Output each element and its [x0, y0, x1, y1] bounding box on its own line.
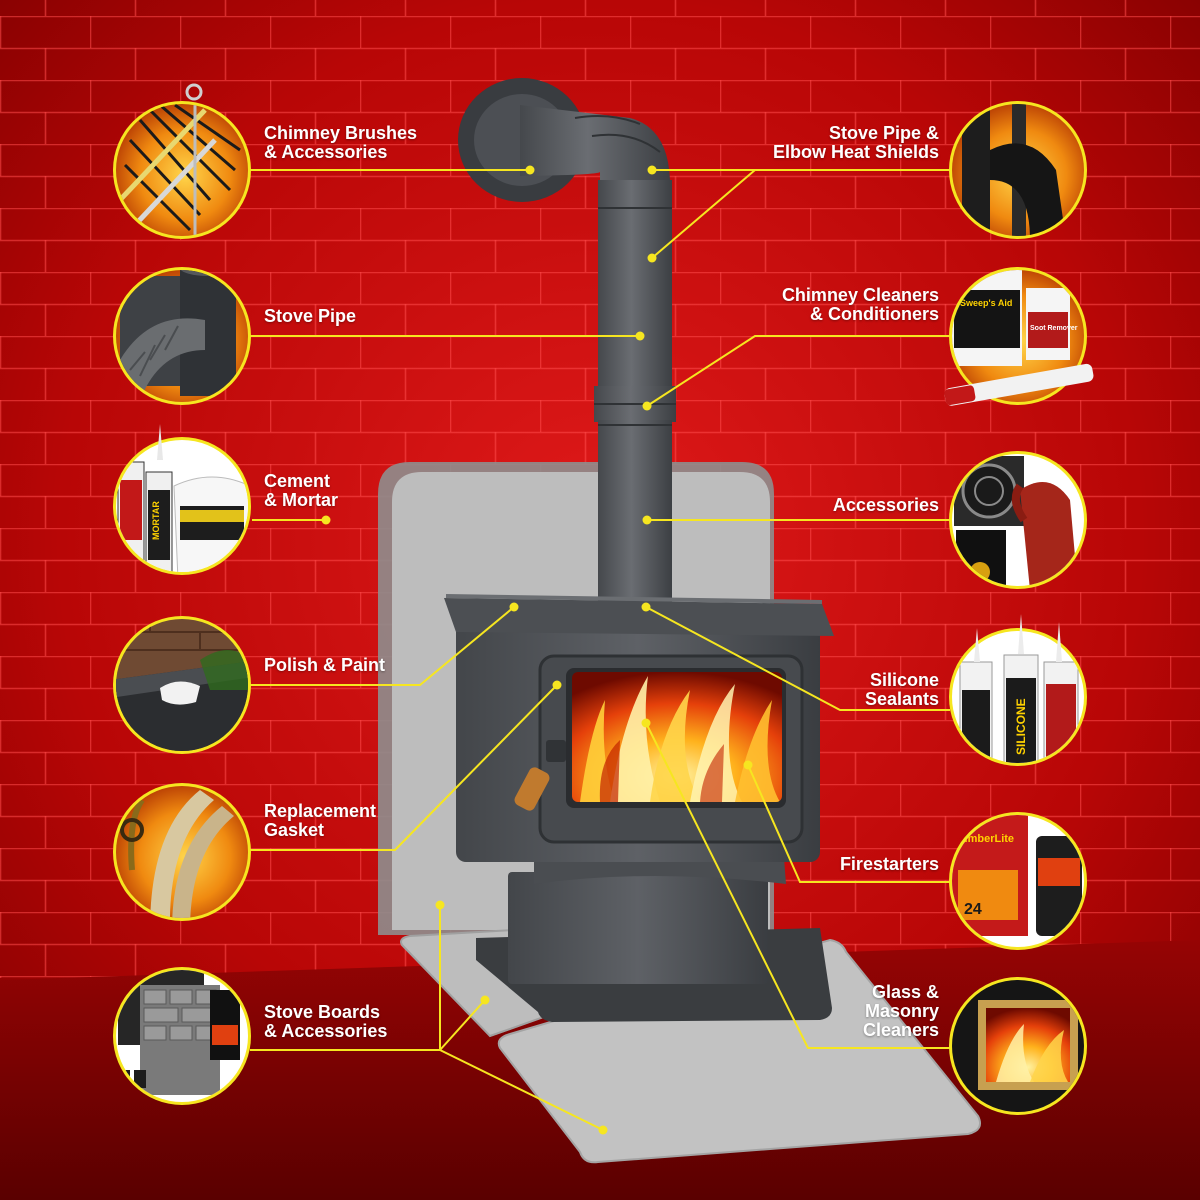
svg-text:TimberLite: TimberLite — [958, 833, 1014, 845]
label-stove-boards: Stove Boards & Accessories — [264, 1002, 388, 1041]
label-firestarters: Firestarters — [839, 854, 939, 874]
label-stove-pipe: Stove Pipe — [264, 306, 357, 326]
stove-pipe-icon — [113, 267, 251, 405]
silicone-icon: SILICONE — [949, 614, 1087, 766]
label-replacement-gasket: Replacement Gasket — [264, 801, 377, 840]
svg-text:MORTAR: MORTAR — [151, 501, 161, 540]
polish-paint-icon — [113, 616, 251, 754]
label-polish-paint: Polish & Paint — [264, 655, 386, 675]
leader-lines — [250, 169, 950, 1131]
accessories-icon — [949, 451, 1087, 589]
gasket-icon — [113, 783, 251, 921]
wood-stove — [444, 594, 834, 1022]
label-silicone-sealants: Silicone Sealants — [864, 670, 939, 709]
label-accessories: Accessories — [832, 495, 939, 515]
svg-text:Sweep's Aid: Sweep's Aid — [960, 298, 1012, 308]
label-glass-masonry: Glass & Masonry Cleaners — [862, 982, 939, 1040]
label-cement-mortar: Cement & Mortar — [264, 471, 339, 510]
leader-dots — [321, 165, 753, 1135]
door-handle — [514, 767, 550, 811]
stove-pipe — [458, 78, 676, 610]
firestarter-icon: TimberLite 24 — [949, 812, 1087, 950]
label-stove-pipe-shields: Stove Pipe & Elbow Heat Shields — [772, 123, 939, 162]
svg-text:24: 24 — [964, 901, 982, 918]
chimney-brush-icon — [113, 83, 251, 239]
svg-text:Soot Remover: Soot Remover — [1030, 325, 1078, 332]
label-chimney-brushes: Chimney Brushes & Accessories — [264, 123, 418, 162]
stove-board-icon — [113, 967, 251, 1105]
fire-window — [572, 672, 782, 802]
label-chimney-cleaners: Chimney Cleaners & Conditioners — [781, 285, 939, 324]
chimney-cleaner-icon: Sweep's Aid Soot Remover — [944, 267, 1094, 406]
svg-text:SILICONE: SILICONE — [1014, 698, 1028, 755]
floor-board-front — [497, 938, 981, 1164]
heat-shield-icon — [949, 101, 1087, 239]
glass-cleaner-icon — [949, 977, 1087, 1115]
